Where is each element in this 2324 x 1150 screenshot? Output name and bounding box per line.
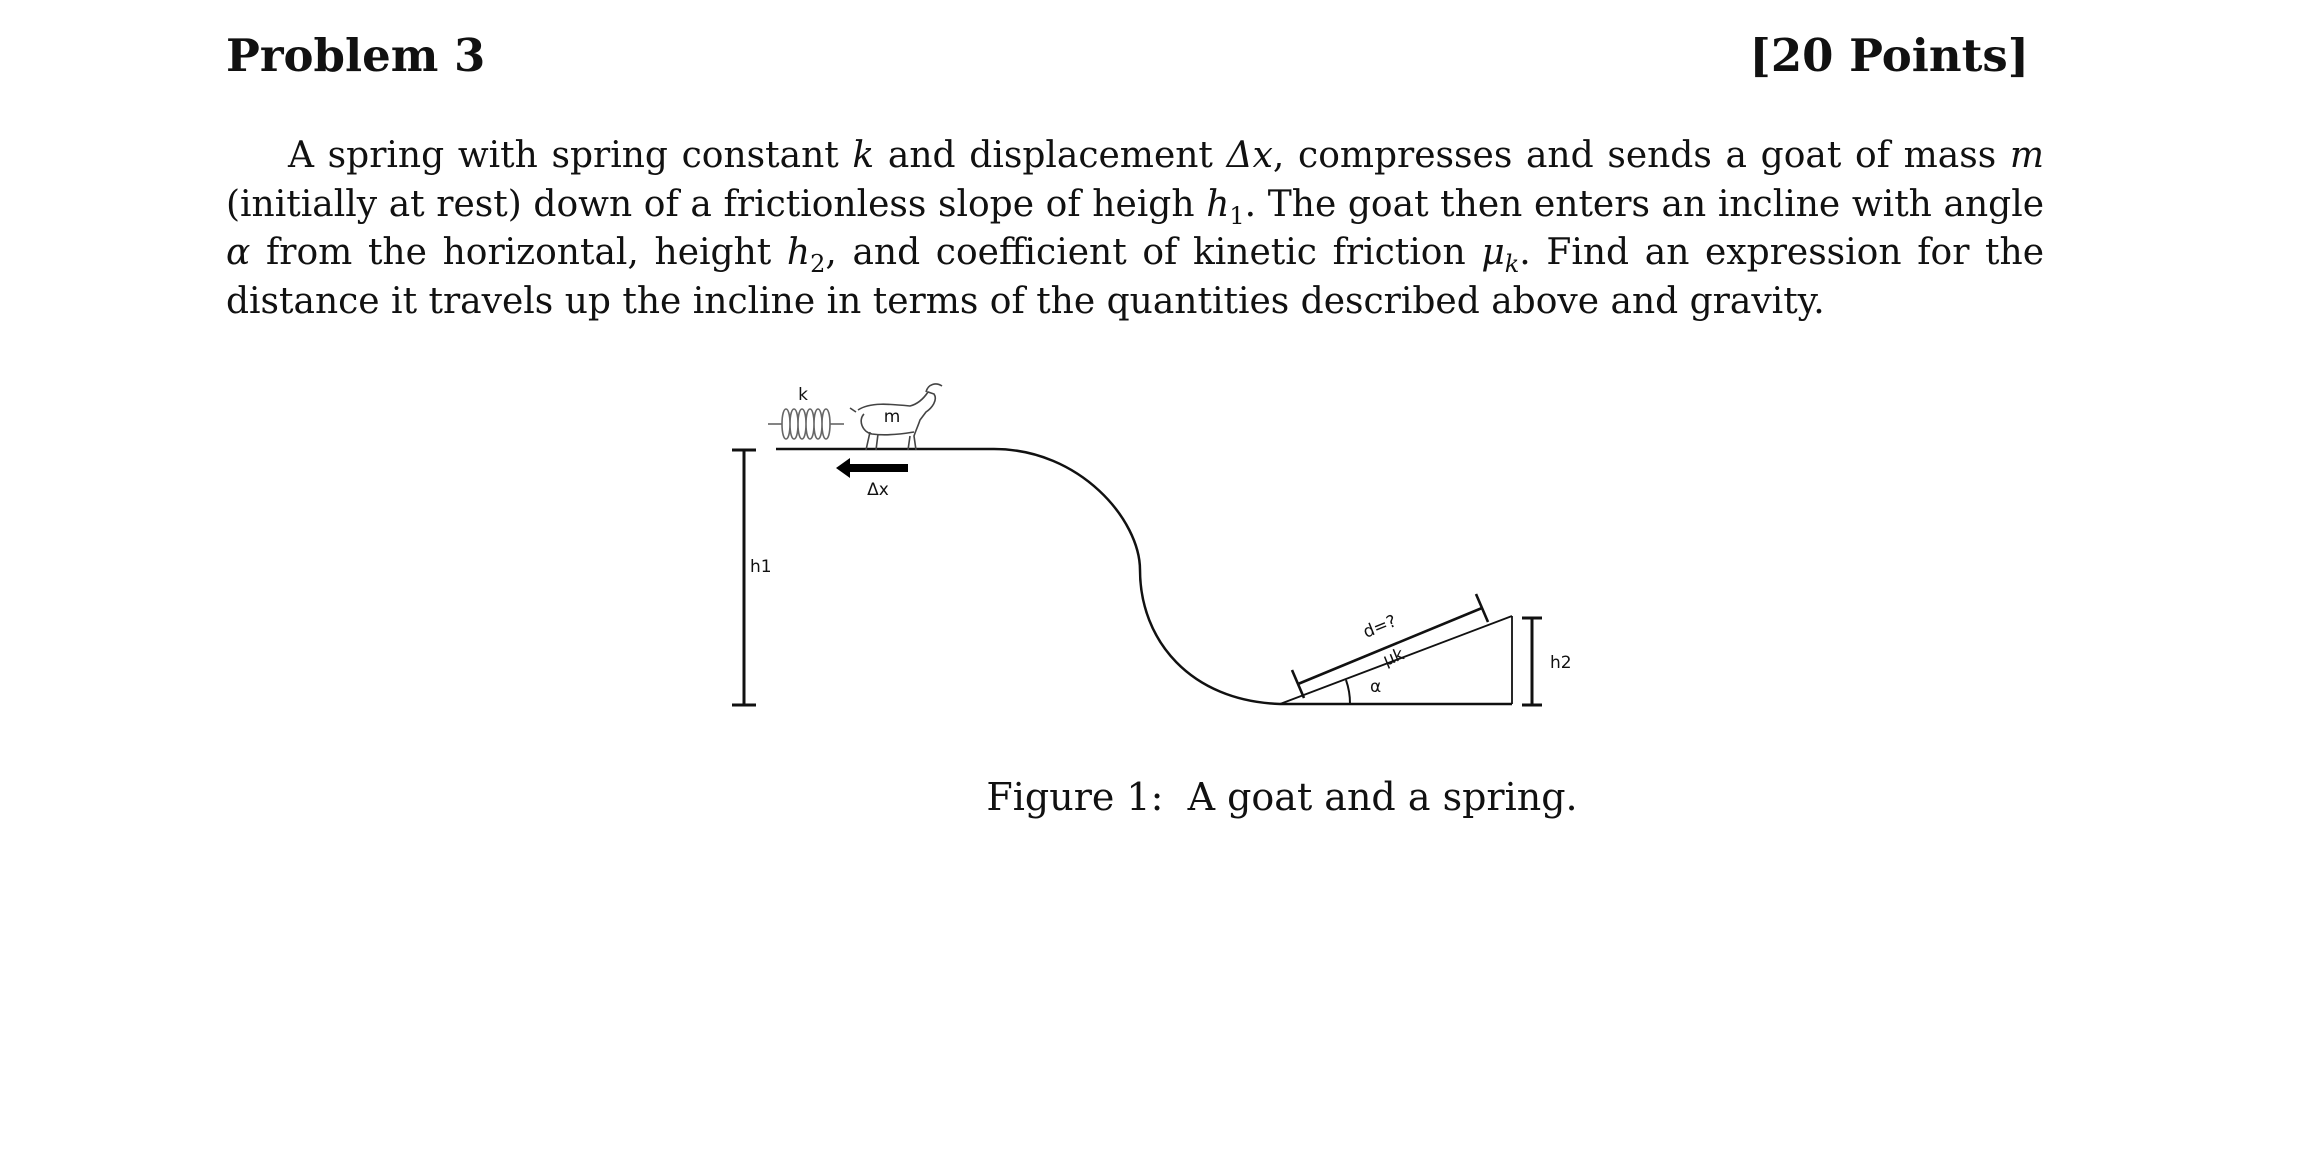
distance-label: d=? — [1360, 611, 1399, 642]
math-delta-x: Δx — [1226, 135, 1273, 176]
angle-label: α — [1370, 677, 1381, 697]
h1-dimension — [732, 448, 756, 707]
slope-track — [776, 447, 1512, 706]
math-subscript: 1 — [1229, 201, 1245, 230]
math-h2: h — [786, 232, 811, 273]
caption-label: Figure 1: — [986, 775, 1164, 819]
spring-icon — [768, 408, 844, 440]
math-m: m — [2009, 135, 2045, 176]
math-mu: μ — [1481, 232, 1505, 273]
math-k: k — [852, 135, 875, 176]
figure-diagram: h1 k m Δx α — [720, 370, 1580, 720]
spring-label: k — [798, 385, 808, 405]
displacement-label: Δx — [867, 480, 889, 500]
math-alpha: α — [226, 232, 251, 273]
text-segment: . Find an expression for the distance it… — [226, 232, 2045, 322]
text-segment: . The goat then enters an incline with a… — [1244, 183, 2045, 225]
text-segment: , and coefficient of kinetic friction — [825, 232, 1482, 273]
problem-header: Problem 3 [20 Points] — [226, 26, 2029, 86]
incline-triangle — [1279, 615, 1513, 705]
angle-arc — [1345, 679, 1352, 705]
h2-label: h2 — [1550, 653, 1572, 673]
text-segment: and displacement — [874, 135, 1227, 176]
h2-dimension — [1522, 616, 1542, 707]
math-h1: h — [1206, 183, 1230, 225]
problem-statement: A spring with spring constant k and disp… — [226, 132, 2044, 326]
mass-label: m — [884, 407, 901, 427]
goat-icon — [849, 383, 943, 451]
arrow-left-icon — [836, 458, 908, 478]
distance-dimension — [1290, 593, 1490, 699]
text-segment: , compresses and sends a goat of mass — [1272, 135, 2010, 176]
math-subscript: k — [1504, 250, 1520, 279]
figure-caption: Figure 1: A goat and a spring. — [0, 772, 2324, 822]
text-segment: (initially at rest) down of a frictionle… — [226, 183, 1207, 225]
text-segment: A spring with spring constant — [288, 135, 853, 176]
problem-title: Problem 3 — [226, 29, 486, 82]
problem-points: [20 Points] — [1749, 29, 2029, 82]
text-segment: from the horizontal, height — [250, 232, 787, 273]
h1-label: h1 — [750, 557, 772, 577]
goat-spring-diagram: h1 k m Δx α — [732, 383, 1572, 707]
caption-text: A goat and a spring. — [1187, 775, 1578, 819]
math-subscript: 2 — [810, 250, 826, 279]
